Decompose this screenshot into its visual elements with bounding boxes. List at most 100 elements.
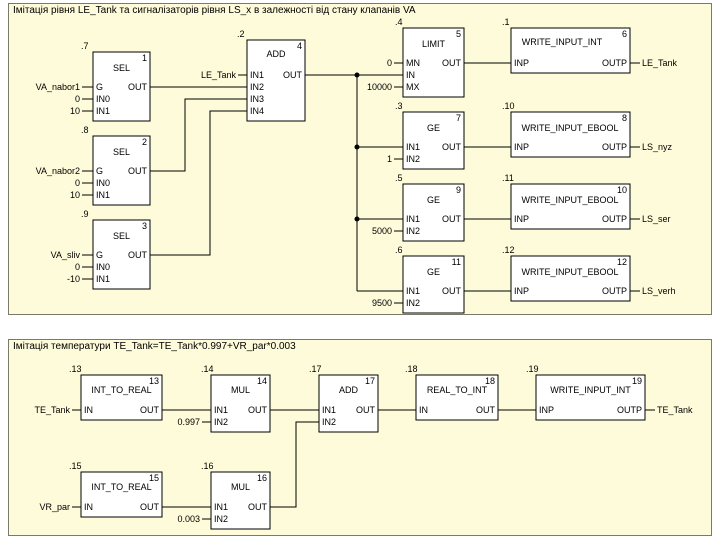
svg-text:.6: .6 <box>395 245 403 255</box>
svg-text:WRITE_INPUT_EBOOL: WRITE_INPUT_EBOOL <box>521 267 618 277</box>
svg-text:.13: .13 <box>69 364 82 374</box>
svg-text:10: 10 <box>617 185 627 195</box>
svg-text:.4: .4 <box>395 17 403 27</box>
svg-text:IN2: IN2 <box>322 417 336 427</box>
add-block-4[interactable]: .2 4 ADD IN1 IN2 IN3 IN4 OUT <box>237 29 306 122</box>
write-input-int-block-6[interactable]: .1 6 WRITE_INPUT_INT INP OUTP <box>502 17 631 74</box>
signal-ls-nyz: LS_nyz <box>642 142 673 152</box>
svg-text:IN1: IN1 <box>406 214 420 224</box>
ge-block-11[interactable]: .6 11 GE IN1 IN2 OUT <box>395 245 465 314</box>
svg-text:WRITE_INPUT_EBOOL: WRITE_INPUT_EBOOL <box>521 123 618 133</box>
svg-text:17: 17 <box>365 376 375 386</box>
write-input-ebool-block-12[interactable]: .12 12 WRITE_INPUT_EBOOL INP OUTP <box>502 245 631 302</box>
svg-text:IN2: IN2 <box>406 298 420 308</box>
signal-va-nabor1: VA_nabor1 <box>36 82 80 92</box>
svg-text:.7: .7 <box>81 41 89 51</box>
svg-text:4: 4 <box>297 41 302 51</box>
svg-text:INT_TO_REAL: INT_TO_REAL <box>91 385 151 395</box>
svg-text:12: 12 <box>617 257 627 267</box>
int-to-real-block-13[interactable]: .13 13 INT_TO_REAL IN OUT <box>69 364 163 421</box>
svg-text:SEL: SEL <box>113 231 130 241</box>
write-input-ebool-block-10[interactable]: .11 10 WRITE_INPUT_EBOOL INP OUTP <box>502 173 631 230</box>
temperature-panel-title: Імітація температури TE_Tank=TE_Tank*0.9… <box>13 341 296 352</box>
ge-block-7[interactable]: .3 7 GE IN1 IN2 OUT <box>395 101 465 170</box>
svg-text:8: 8 <box>622 113 627 123</box>
svg-text:OUT: OUT <box>442 214 462 224</box>
svg-text:13: 13 <box>149 376 159 386</box>
svg-text:2: 2 <box>142 137 147 147</box>
svg-text:INP: INP <box>539 405 554 415</box>
svg-text:OUT: OUT <box>442 286 462 296</box>
signal-va-sliv: VA_sliv <box>51 250 81 260</box>
const-sel1-in1: 10 <box>70 106 80 116</box>
svg-text:IN0: IN0 <box>96 178 110 188</box>
junction-dots <box>354 72 360 222</box>
svg-text:.2: .2 <box>237 29 245 39</box>
mul-block-16[interactable]: .16 16 MUL IN1 IN2 OUT <box>201 461 271 530</box>
svg-text:IN0: IN0 <box>96 262 110 272</box>
signal-ls-verh: LS_verh <box>642 286 676 296</box>
svg-text:OUT: OUT <box>140 502 160 512</box>
svg-text:.18: .18 <box>405 364 418 374</box>
svg-text:LIMIT: LIMIT <box>422 39 446 49</box>
svg-text:IN1: IN1 <box>406 286 420 296</box>
svg-text:.17: .17 <box>309 364 322 374</box>
const-sel3-in0: 0 <box>75 262 80 272</box>
svg-text:.16: .16 <box>201 461 214 471</box>
const-ge2-in2: 5000 <box>372 226 392 236</box>
ge-block-9[interactable]: .5 9 GE IN1 IN2 OUT <box>395 173 465 242</box>
svg-text:19: 19 <box>632 376 642 386</box>
svg-text:INP: INP <box>514 286 529 296</box>
svg-text:6: 6 <box>622 29 627 39</box>
svg-text:.9: .9 <box>81 209 89 219</box>
svg-text:IN2: IN2 <box>406 226 420 236</box>
svg-text:G: G <box>96 166 103 176</box>
svg-text:.8: .8 <box>81 125 89 135</box>
add-block-17[interactable]: .17 17 ADD IN1 IN2 OUT <box>309 364 379 433</box>
signal-vr-par: VR_par <box>39 502 70 512</box>
svg-text:OUT: OUT <box>248 502 268 512</box>
sel-block-3[interactable]: .9 3 SEL G IN0 IN1 OUT <box>81 209 151 290</box>
write-input-ebool-block-8[interactable]: .10 8 WRITE_INPUT_EBOOL INP OUTP <box>502 101 631 158</box>
svg-text:.1: .1 <box>502 17 510 27</box>
svg-text:.5: .5 <box>395 173 403 183</box>
svg-text:IN2: IN2 <box>214 417 228 427</box>
svg-text:OUTP: OUTP <box>602 214 627 224</box>
svg-text:ADD: ADD <box>339 385 359 395</box>
sel-block-1[interactable]: .7 1 SEL G IN0 IN1 OUT <box>81 41 151 122</box>
svg-text:OUTP: OUTP <box>602 142 627 152</box>
real-to-int-block-18[interactable]: .18 18 REAL_TO_INT IN OUT <box>405 364 499 421</box>
svg-text:OUT: OUT <box>128 250 148 260</box>
signal-ls-ser: LS_ser <box>642 214 671 224</box>
const-ge3-in2: 9500 <box>372 298 392 308</box>
svg-text:IN2: IN2 <box>250 82 264 92</box>
svg-text:MUL: MUL <box>231 385 250 395</box>
svg-text:16: 16 <box>257 473 267 483</box>
svg-text:IN: IN <box>419 405 428 415</box>
svg-text:REAL_TO_INT: REAL_TO_INT <box>427 385 488 395</box>
svg-text:.10: .10 <box>502 101 515 111</box>
write-input-int-block-19[interactable]: .19 19 WRITE_INPUT_INT INP OUTP <box>526 364 646 421</box>
const-sel1-in0: 0 <box>75 94 80 104</box>
svg-text:IN: IN <box>406 70 415 80</box>
svg-text:OUT: OUT <box>140 405 160 415</box>
svg-text:OUT: OUT <box>476 405 496 415</box>
svg-text:INP: INP <box>514 142 529 152</box>
svg-text:.14: .14 <box>201 364 214 374</box>
const-sel2-in1: 10 <box>70 190 80 200</box>
mul-block-14[interactable]: .14 14 MUL IN1 IN2 OUT <box>201 364 271 433</box>
svg-text:OUT: OUT <box>283 70 303 80</box>
svg-text:IN1: IN1 <box>96 190 110 200</box>
limit-block-5[interactable]: .4 5 LIMIT MN IN MX OUT <box>395 17 465 98</box>
signal-te-tank-out: TE_Tank <box>657 405 693 415</box>
wires-temperature <box>72 409 655 520</box>
svg-text:OUTP: OUTP <box>602 286 627 296</box>
sel-block-2[interactable]: .8 2 SEL G IN0 IN1 OUT <box>81 125 151 206</box>
level-panel-title: Імітація рівня LE_Tank та сигналізаторів… <box>13 5 416 16</box>
const-mul1-in2: 0.997 <box>177 417 200 427</box>
int-to-real-block-15[interactable]: .15 15 INT_TO_REAL IN OUT <box>69 461 163 518</box>
svg-text:14: 14 <box>257 376 267 386</box>
svg-text:.11: .11 <box>502 173 514 183</box>
svg-text:GE: GE <box>427 267 440 277</box>
svg-text:IN1: IN1 <box>96 274 110 284</box>
